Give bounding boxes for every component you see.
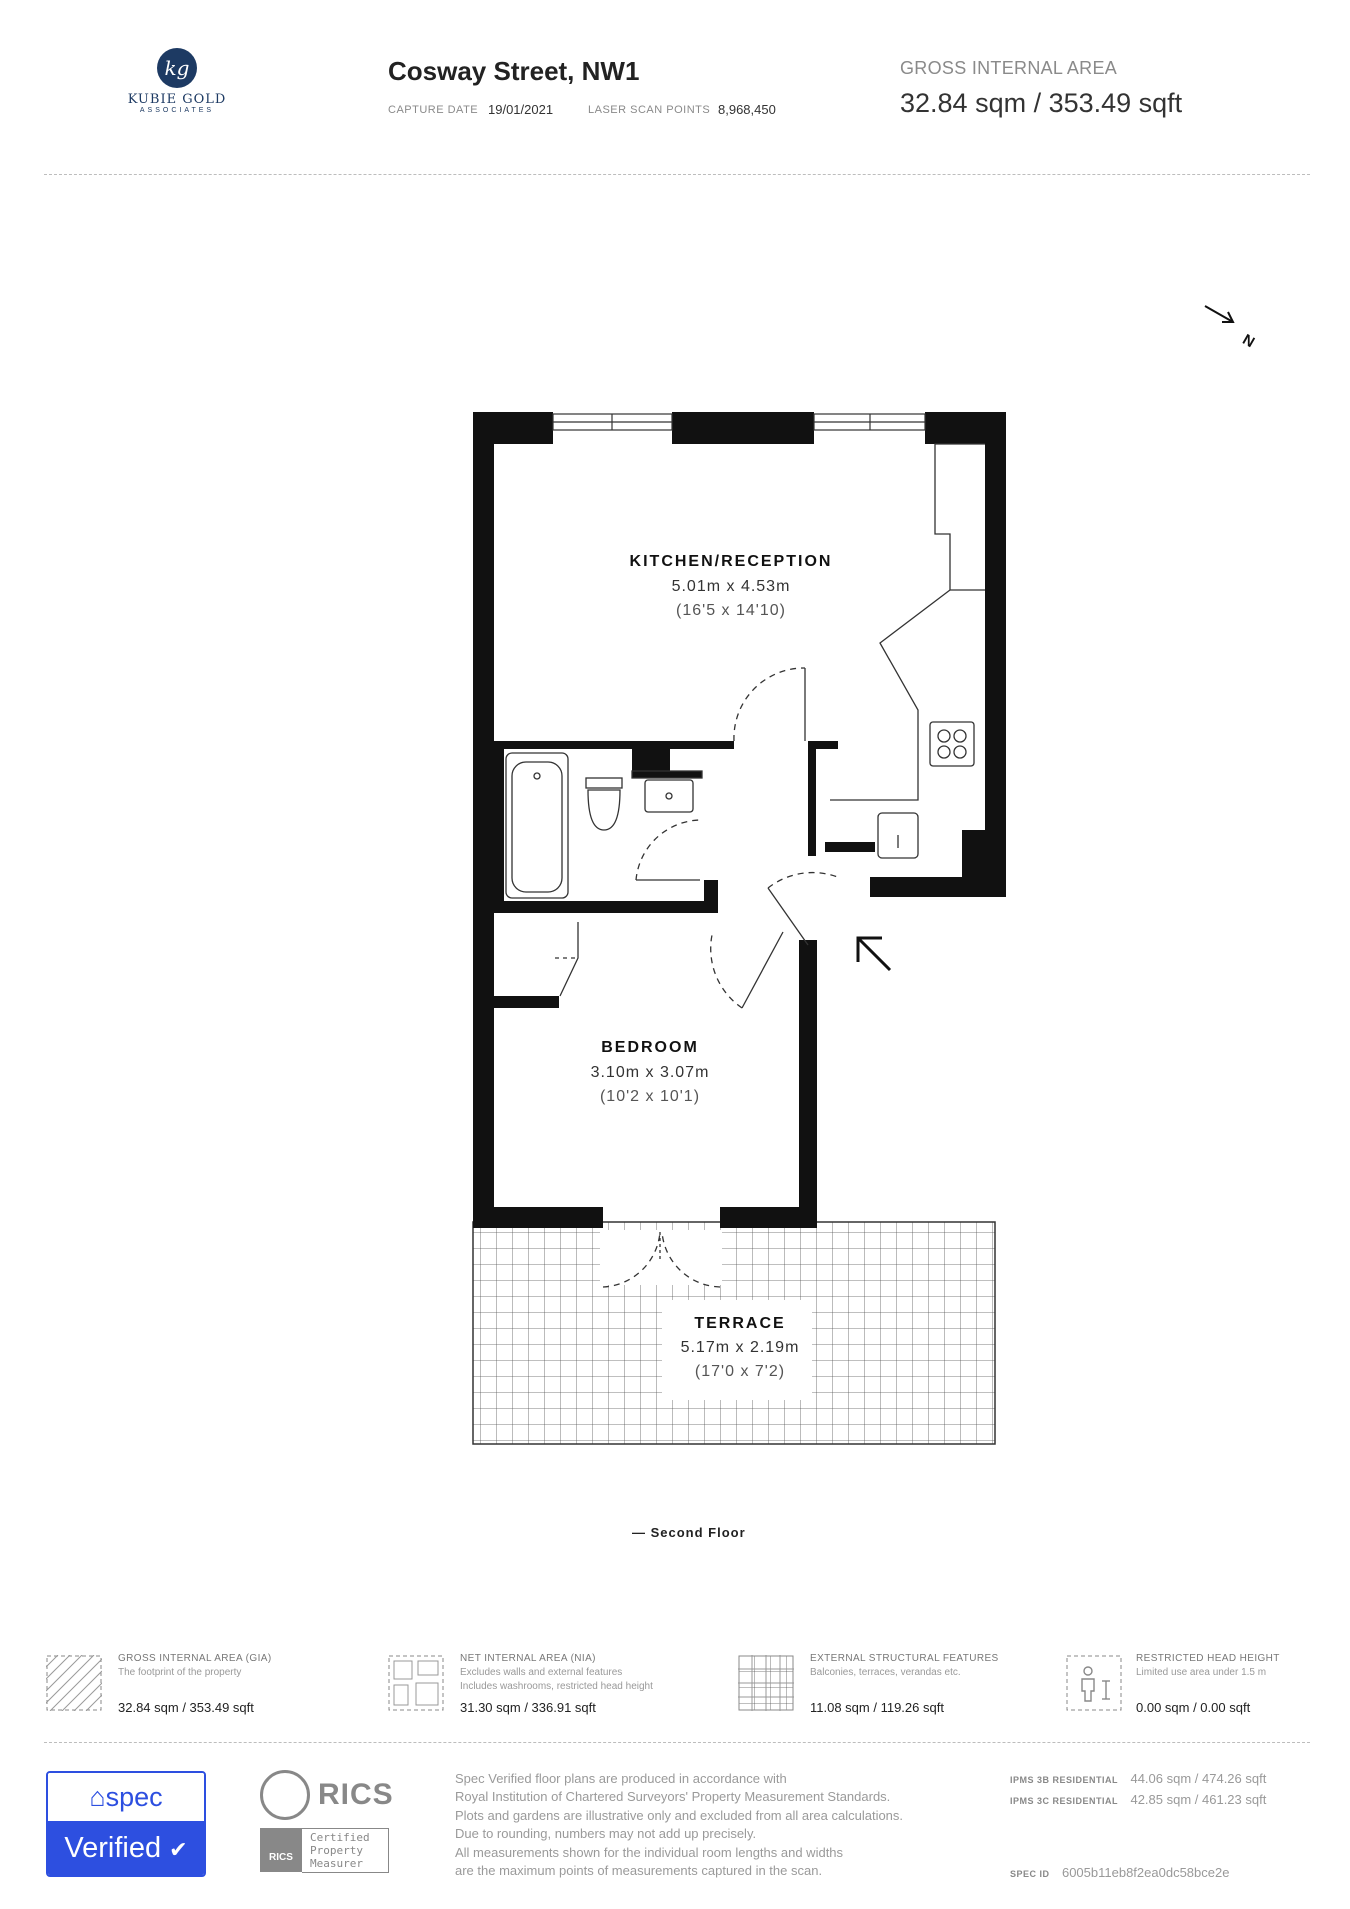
interior-walls bbox=[494, 741, 875, 1008]
legend-title: EXTERNAL STRUCTURAL FEATURES bbox=[810, 1653, 999, 1664]
capture-date: 19/01/2021 bbox=[488, 102, 554, 117]
ipms-3c: IPMS 3C RESIDENTIAL 42.85 sqm / 461.23 s… bbox=[1010, 1791, 1266, 1809]
spec-verified-badge: ⌂spec Verified ✔ bbox=[46, 1771, 206, 1877]
header-divider bbox=[44, 174, 1310, 175]
gia-value: 32.84 sqm / 353.49 sqft bbox=[900, 88, 1183, 118]
rics-logo: RICS RICS Certified Property Measurer bbox=[260, 1770, 400, 1873]
legend-desc: Limited use area under 1.5 m bbox=[1136, 1667, 1267, 1678]
disclaimer-line: Spec Verified floor plans are produced i… bbox=[455, 1771, 787, 1786]
kitchen-counters bbox=[830, 443, 985, 859]
legend-value: 32.84 sqm / 353.49 sqft bbox=[118, 1700, 254, 1715]
windows bbox=[552, 413, 926, 431]
rics-cert-line: Property bbox=[310, 1844, 363, 1857]
spec-verified-label: Verified bbox=[64, 1832, 162, 1864]
external-grid-icon bbox=[738, 1655, 794, 1711]
ipms-value: 44.06 sqm / 474.26 sqft bbox=[1130, 1771, 1267, 1786]
logo-name: KUBIE GOLD bbox=[127, 92, 227, 107]
logo-subtitle: ASSOCIATES bbox=[139, 107, 215, 114]
legend-value: 11.08 sqm / 119.26 sqft bbox=[810, 1700, 944, 1715]
property-address: Cosway Street, NW1 bbox=[388, 56, 640, 86]
door-swings bbox=[555, 667, 841, 1288]
room-name-terrace: TERRACE bbox=[694, 1315, 785, 1332]
disclaimer-line: Plots and gardens are illustrative only … bbox=[455, 1807, 904, 1823]
footer-divider bbox=[44, 1742, 1310, 1743]
legend-title: NET INTERNAL AREA (NIA) bbox=[460, 1653, 596, 1664]
ipms-label: IPMS 3B RESIDENTIAL bbox=[1010, 1775, 1119, 1785]
terrace-area bbox=[472, 1221, 996, 1445]
gia-label: GROSS INTERNAL AREA bbox=[900, 58, 1118, 78]
bathroom-fixtures bbox=[505, 752, 703, 899]
rics-small-badge: RICS bbox=[260, 1828, 302, 1872]
scan-points: 8,968,450 bbox=[718, 102, 776, 117]
check-icon: ✔ bbox=[169, 1837, 188, 1862]
legend-head-height: RESTRICTED HEAD HEIGHT Limited use area … bbox=[1136, 1652, 1280, 1715]
legend-title: GROSS INTERNAL AREA (GIA) bbox=[118, 1653, 272, 1664]
home-icon: ⌂ bbox=[89, 1782, 106, 1812]
disclaimer-line: Royal Institution of Chartered Surveyors… bbox=[455, 1789, 891, 1805]
room-dims-terrace: 5.17m x 2.19m bbox=[681, 1339, 800, 1356]
entrance-arrow-icon bbox=[856, 936, 892, 972]
legend-external: EXTERNAL STRUCTURAL FEATURES Balconies, … bbox=[810, 1652, 999, 1715]
gia-hatch-icon bbox=[46, 1655, 102, 1711]
legend-value: 0.00 sqm / 0.00 sqft bbox=[1136, 1700, 1251, 1715]
rics-cert-box: Certified Property Measurer bbox=[302, 1828, 389, 1873]
legend-desc: Includes washrooms, restricted head heig… bbox=[460, 1681, 653, 1692]
legend-gia: GROSS INTERNAL AREA (GIA) The footprint … bbox=[118, 1652, 272, 1715]
ipms-value: 42.85 sqm / 461.23 sqft bbox=[1130, 1792, 1267, 1807]
disclaimer-line: Due to rounding, numbers may not add up … bbox=[455, 1826, 757, 1842]
disclaimer-line: are the maximum points of measurements c… bbox=[455, 1863, 823, 1879]
ipms-label: IPMS 3C RESIDENTIAL bbox=[1010, 1796, 1119, 1806]
rics-name: RICS bbox=[318, 1778, 394, 1811]
nia-hatch-icon bbox=[388, 1655, 444, 1711]
room-imperial-bedroom: (10'2 x 10'1) bbox=[600, 1088, 700, 1105]
spec-id-value: 6005b11eb8f2ea0dc58bce2e bbox=[1061, 1865, 1230, 1880]
legend-desc: The footprint of the property bbox=[118, 1667, 242, 1678]
rics-cert-line: Certified bbox=[310, 1831, 370, 1844]
room-imperial-kitchen: (16'5 x 14'10) bbox=[676, 602, 786, 619]
legend-value: 31.30 sqm / 336.91 sqft bbox=[460, 1700, 596, 1715]
rics-cert-line: Measurer bbox=[310, 1857, 363, 1870]
logo-mark: kg bbox=[157, 48, 197, 88]
legend-title: RESTRICTED HEAD HEIGHT bbox=[1136, 1653, 1280, 1664]
floor-plan: N KITCHEN/RECEPTION 5.01m x 4.53m (16'5 … bbox=[472, 305, 1258, 1445]
north-arrow-icon bbox=[1204, 305, 1235, 323]
legend-nia: NET INTERNAL AREA (NIA) Excludes walls a… bbox=[460, 1652, 653, 1715]
room-name-bedroom: BEDROOM bbox=[601, 1039, 699, 1056]
room-imperial-terrace: (17'0 x 7'2) bbox=[695, 1363, 785, 1380]
room-dims-bedroom: 3.10m x 3.07m bbox=[591, 1064, 710, 1081]
exterior-walls bbox=[473, 412, 1006, 1228]
rics-crest-icon bbox=[260, 1770, 310, 1820]
company-logo: kg KUBIE GOLD ASSOCIATES bbox=[110, 48, 244, 114]
disclaimer-line: All measurements shown for the individua… bbox=[455, 1844, 844, 1860]
scan-points-label: LASER SCAN POINTS bbox=[588, 104, 711, 116]
spec-id: SPEC ID 6005b11eb8f2ea0dc58bce2e bbox=[1010, 1864, 1229, 1882]
spec-label: spec bbox=[105, 1782, 163, 1812]
head-height-icon bbox=[1066, 1655, 1122, 1711]
legend-desc: Excludes walls and external features bbox=[460, 1667, 623, 1678]
capture-date-label: CAPTURE DATE bbox=[388, 104, 479, 116]
room-name-kitchen: KITCHEN/RECEPTION bbox=[630, 553, 833, 570]
ipms-3b: IPMS 3B RESIDENTIAL 44.06 sqm / 474.26 s… bbox=[1010, 1770, 1266, 1788]
disclaimer: Spec Verified floor plans are produced i… bbox=[455, 1770, 975, 1880]
room-dims-kitchen: 5.01m x 4.53m bbox=[672, 578, 791, 595]
spec-id-label: SPEC ID bbox=[1010, 1869, 1050, 1879]
legend-desc: Balconies, terraces, verandas etc. bbox=[810, 1667, 961, 1678]
north-label: N bbox=[1240, 331, 1258, 351]
floor-label: — Second Floor bbox=[632, 1525, 746, 1540]
